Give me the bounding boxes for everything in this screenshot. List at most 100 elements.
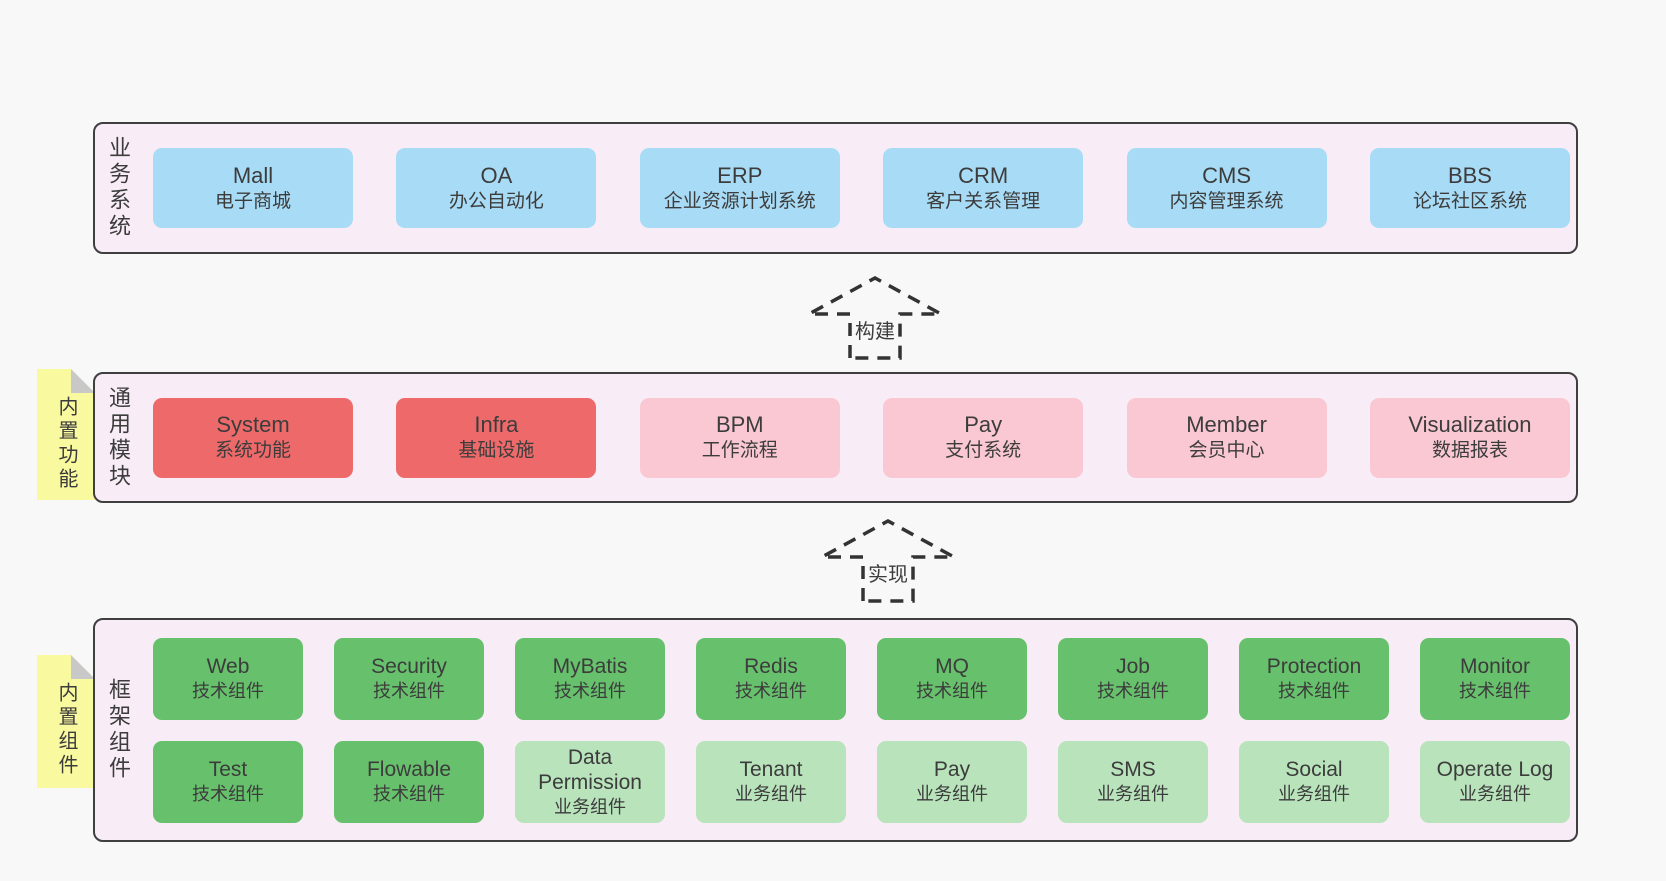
arrow-build: 构建 (807, 276, 943, 360)
box-mall: Mall 电子商城 (153, 148, 353, 228)
box-subtitle: 技术组件 (192, 784, 264, 804)
box-title: MQ (935, 655, 969, 678)
panel-common-modules: 通用模块 System 系统功能 Infra 基础设施 BPM 工作流程 Pay… (93, 372, 1578, 503)
box-visualization: Visualization 数据报表 (1369, 397, 1570, 478)
panel-label-modules: 通用模块 (106, 385, 131, 490)
box-title: Social (1285, 758, 1343, 781)
box-bbs: BBS 论坛社区系统 (1369, 148, 1570, 228)
box-security: Security 技术组件 (334, 637, 484, 720)
box-title: Test (208, 758, 248, 781)
box-mybatis: MyBatis 技术组件 (515, 637, 665, 720)
box-oa: OA 办公自动化 (396, 148, 597, 228)
box-subtitle: 技术组件 (373, 784, 445, 804)
box-infra: Infra 基础设施 (396, 397, 597, 478)
box-title: Infra (474, 412, 519, 437)
box-title: Tenant (739, 758, 803, 781)
box-subtitle: 客户关系管理 (926, 190, 1041, 212)
box-title: SMS (1110, 758, 1156, 781)
box-subtitle: 技术组件 (1097, 681, 1169, 701)
arrow-implement: 实现 (820, 519, 956, 603)
box-subtitle: 技术组件 (192, 681, 264, 701)
box-pay-component: Pay 业务组件 (877, 740, 1027, 823)
box-monitor: Monitor 技术组件 (1420, 637, 1570, 720)
box-subtitle: 支付系统 (945, 440, 1022, 461)
box-subtitle: 会员中心 (1188, 440, 1265, 461)
box-title: Mall (232, 162, 274, 188)
box-subtitle: 基础设施 (458, 440, 535, 461)
box-subtitle: 系统功能 (214, 440, 291, 461)
box-title: Job (1116, 655, 1150, 678)
box-subtitle: 业务组件 (1459, 784, 1531, 804)
box-title: Member (1186, 412, 1267, 437)
box-title: BBS (1447, 162, 1492, 188)
box-data-permission: Data Permission 业务组件 (515, 740, 665, 823)
box-title: Monitor (1459, 655, 1531, 678)
arrow-label-implement: 实现 (865, 558, 911, 587)
box-cms: CMS 内容管理系统 (1126, 148, 1327, 228)
box-title: Flowable (366, 758, 452, 781)
box-social: Social 业务组件 (1239, 740, 1389, 823)
box-web: Web 技术组件 (153, 637, 303, 720)
box-subtitle: 技术组件 (373, 681, 445, 701)
box-title: System (216, 412, 290, 437)
sticky-note-built-in-components: 内置组件 (37, 655, 95, 788)
box-tenant: Tenant 业务组件 (696, 740, 846, 823)
box-title: Operate Log (1436, 758, 1554, 781)
box-subtitle: 内容管理系统 (1169, 190, 1284, 212)
note-fold-corner (71, 369, 95, 393)
arrow-label-build: 构建 (852, 315, 898, 344)
box-operate-log: Operate Log 业务组件 (1420, 740, 1570, 823)
box-flowable: Flowable 技术组件 (334, 740, 484, 823)
box-protection: Protection 技术组件 (1239, 637, 1389, 720)
box-subtitle: 企业资源计划系统 (663, 190, 816, 212)
box-subtitle: 技术组件 (1278, 681, 1350, 701)
box-title: MyBatis (552, 655, 628, 678)
box-title: ERP (717, 162, 763, 188)
box-title: CMS (1202, 162, 1251, 188)
box-subtitle: 业务组件 (554, 796, 626, 817)
box-erp: ERP 企业资源计划系统 (639, 148, 840, 228)
box-redis: Redis 技术组件 (696, 637, 846, 720)
note-label: 内置组件 (55, 682, 77, 778)
box-title: Visualization (1408, 412, 1532, 437)
box-subtitle: 电子商城 (214, 190, 291, 212)
box-subtitle: 工作流程 (701, 440, 778, 461)
box-subtitle: 业务组件 (1278, 784, 1350, 804)
panel-business-systems: 业务系统 Mall 电子商城 OA 办公自动化 ERP 企业资源计划系统 CRM… (93, 122, 1578, 254)
panel-label-business: 业务系统 (106, 136, 131, 240)
box-crm: CRM 客户关系管理 (883, 148, 1084, 228)
box-job: Job 技术组件 (1058, 637, 1208, 720)
panel-label-components: 框架组件 (106, 678, 131, 782)
box-title: Web (206, 655, 250, 678)
box-sms: SMS 业务组件 (1058, 740, 1208, 823)
box-title: Redis (744, 655, 798, 678)
box-subtitle: 业务组件 (1097, 784, 1169, 804)
box-subtitle: 业务组件 (735, 784, 807, 804)
box-mq: MQ 技术组件 (877, 637, 1027, 720)
box-subtitle: 办公自动化 (448, 190, 544, 212)
box-title: Security (371, 655, 447, 678)
sticky-note-built-in-features: 内置功能 (37, 369, 95, 500)
box-title: Data Permission (538, 745, 642, 794)
box-subtitle: 技术组件 (554, 681, 626, 701)
box-subtitle: 技术组件 (916, 681, 988, 701)
box-member: Member 会员中心 (1126, 397, 1327, 478)
box-title: OA (480, 162, 513, 188)
panel-framework-components: 框架组件 Web 技术组件 Security 技术组件 MyBatis 技术组件… (93, 618, 1578, 842)
box-title: Protection (1266, 655, 1362, 678)
box-subtitle: 论坛社区系统 (1412, 190, 1527, 212)
box-title: BPM (715, 412, 764, 437)
note-fold-corner (71, 655, 95, 679)
box-title: Pay (933, 758, 971, 781)
box-system: System 系统功能 (153, 397, 353, 478)
note-label: 内置功能 (55, 396, 77, 492)
box-subtitle: 技术组件 (735, 681, 807, 701)
box-subtitle: 业务组件 (916, 784, 988, 804)
box-bpm: BPM 工作流程 (639, 397, 840, 478)
box-pay-module: Pay 支付系统 (883, 397, 1084, 478)
box-subtitle: 数据报表 (1431, 440, 1508, 461)
box-title: CRM (958, 162, 1009, 188)
box-title: Pay (964, 412, 1003, 437)
box-test: Test 技术组件 (153, 740, 303, 823)
box-subtitle: 技术组件 (1459, 681, 1531, 701)
